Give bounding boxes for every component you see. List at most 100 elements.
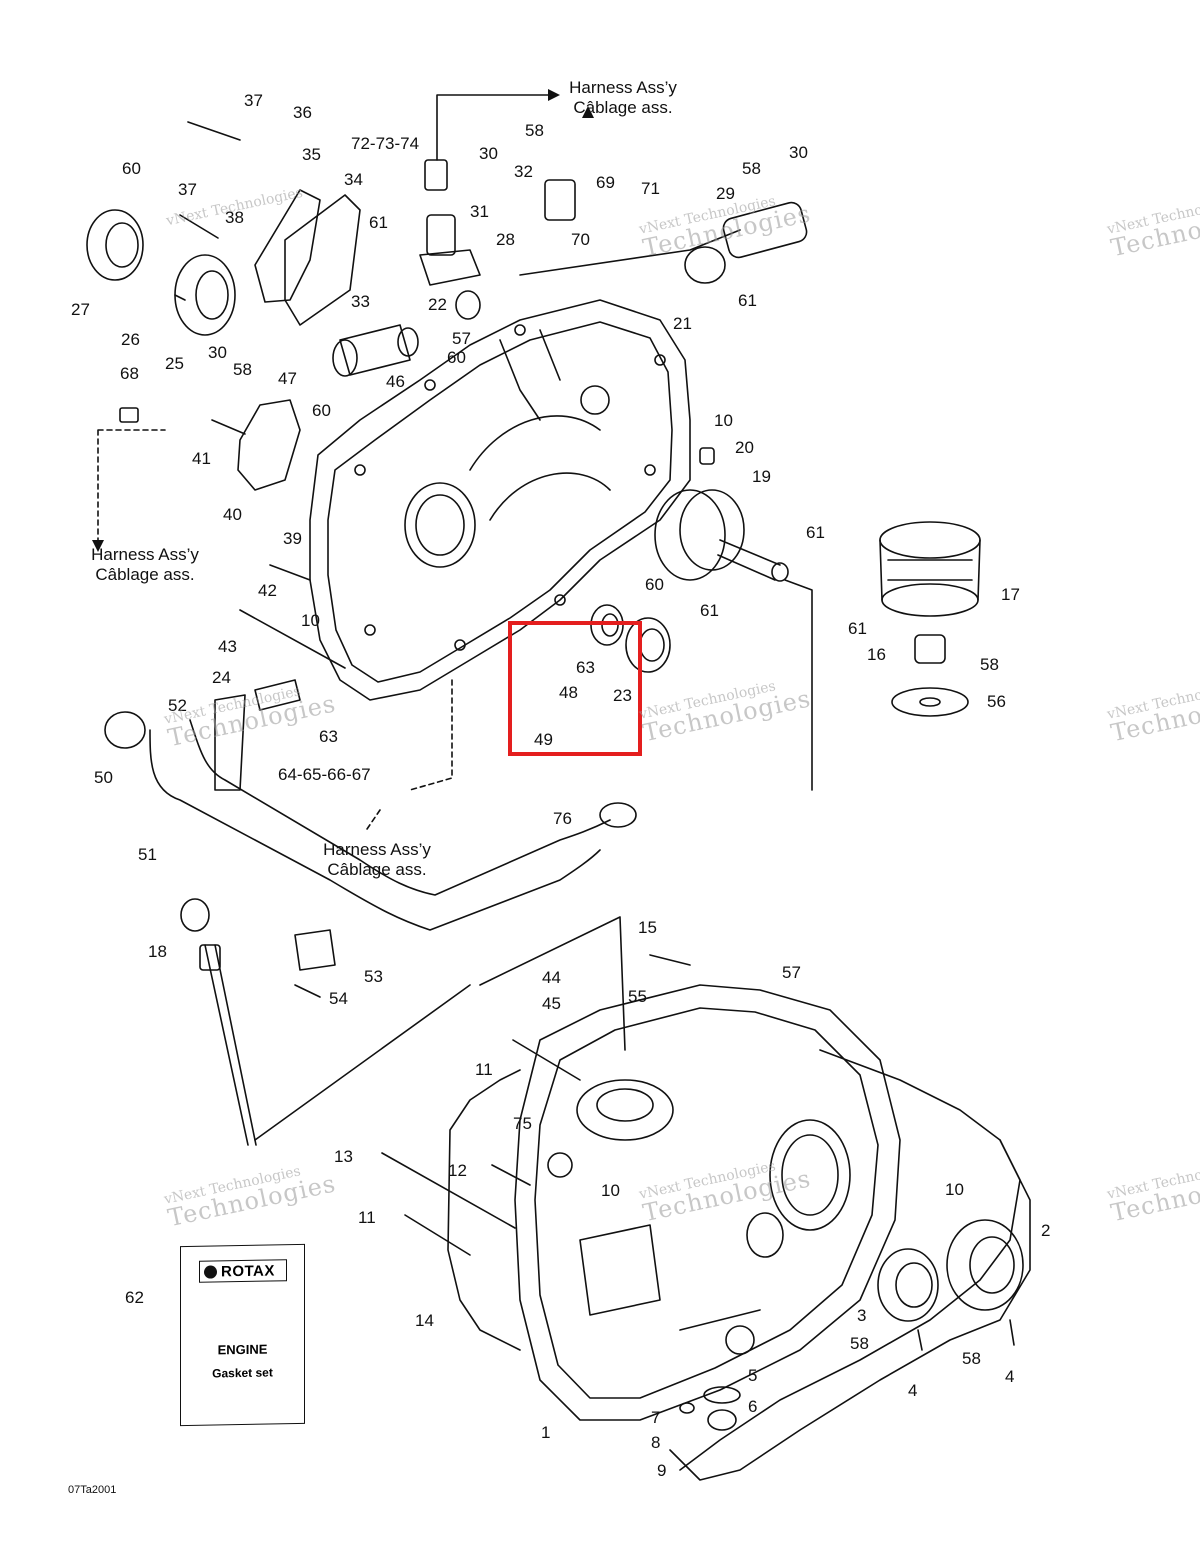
bolt-12 [491,1164,531,1186]
gasket-56 [891,687,969,717]
callout-64-65-66-67: 64-65-66-67 [278,765,371,784]
connector-72-73-74 [424,159,448,191]
harness-label-top-en: Harness Ass’y [569,78,677,97]
callout-58-f: 58 [962,1349,981,1368]
callout-38: 38 [225,208,244,227]
callout-61-b: 61 [738,291,757,310]
callout-9: 9 [657,1461,667,1480]
callout-1: 1 [541,1423,551,1442]
callout-68: 68 [120,364,139,383]
gasket-9 [669,1139,1031,1481]
harness-label-mid-fr: Câblage ass. [327,860,427,879]
callout-61-c: 61 [806,523,825,542]
arrow-head-right [582,106,594,118]
harness-label-mid-en: Harness Ass’y [323,840,431,859]
dipstick-18 [180,898,257,1146]
callout-30-c: 30 [789,143,808,162]
harness-label-top: Harness Ass’y Câblage ass. [548,78,698,118]
gasket-set-manual: ROTAX ENGINE Gasket set [180,1243,305,1427]
callout-41: 41 [192,449,211,468]
bearing-2 [946,1219,1024,1311]
callout-62: 62 [125,1288,144,1307]
rotax-logo-icon [204,1264,217,1279]
callout-47: 47 [278,369,297,388]
figure-code: 07Ta2001 [68,1484,117,1496]
bolt-37a [187,121,241,141]
callout-43: 43 [218,637,237,656]
manual-subtitle: Gasket set [212,1365,273,1381]
harness-label-left-fr: Câblage ass. [95,565,195,584]
fitting-16 [914,634,946,664]
leader-cover-lower [479,916,626,1051]
callout-24: 24 [212,668,231,687]
highlight-box [508,621,642,756]
callout-52: 52 [168,696,187,715]
callout-10-a: 10 [714,411,733,430]
callout-14: 14 [415,1311,434,1330]
plug-4b [1009,1319,1015,1346]
callout-11-b: 11 [358,1208,376,1227]
harness-label-left: Harness Ass’y Câblage ass. [70,545,220,585]
callout-60-b: 60 [447,348,466,367]
manual-logo-bar: ROTAX [199,1259,287,1283]
oil-filter-17 [879,521,981,617]
bolt-37b [179,214,219,239]
callout-19: 19 [752,467,771,486]
callout-35: 35 [302,145,321,164]
callout-45: 45 [542,994,561,1013]
mount-53 [294,929,336,971]
callout-25: 25 [165,354,184,373]
bolt-15 [649,954,691,966]
lower-crankcase [447,984,1021,1471]
pin-10 [699,447,715,465]
callout-69: 69 [596,173,615,192]
plate-35 [254,189,321,303]
callout-16: 16 [867,645,886,664]
callout-61-d: 61 [700,601,719,620]
arrow-head-top [548,89,560,101]
callout-58-d: 58 [980,655,999,674]
callout-12: 12 [448,1161,467,1180]
callout-75: 75 [513,1114,532,1133]
arrow-head-left [92,540,104,552]
callout-10-b: 10 [301,611,320,630]
callout-71: 71 [641,179,660,198]
plug-4a [917,1329,923,1351]
callout-6: 6 [748,1397,758,1416]
harness-leader-top [436,94,549,161]
callout-55: 55 [628,987,647,1006]
callout-7: 7 [651,1408,661,1427]
callout-17: 17 [1001,585,1020,604]
callout-40: 40 [223,505,242,524]
harness-label-mid: Harness Ass’y Câblage ass. [302,840,452,880]
callout-53: 53 [364,967,383,986]
bracket-52 [214,694,246,791]
callout-4-b: 4 [1005,1367,1015,1386]
hose-51 [149,719,611,931]
solenoid-33 [332,324,419,377]
manual-title: ENGINE [217,1341,268,1358]
bolt-54 [294,984,321,998]
clamp-76 [599,802,637,828]
callout-51: 51 [138,845,157,864]
callout-11-a: 11 [475,1060,493,1079]
callout-39: 39 [283,529,302,548]
callout-42: 42 [258,581,277,600]
bolt-43 [239,609,346,669]
bolt-41 [211,419,246,435]
harness-label-top-fr: Câblage ass. [573,98,673,117]
bracket-28 [419,249,481,286]
housing-40 [237,399,301,491]
callout-15: 15 [638,918,657,937]
callout-23: 23 [613,686,632,705]
callout-58-a: 58 [233,360,252,379]
bearing-3 [877,1248,939,1322]
callout-3: 3 [857,1306,867,1325]
sensor-housing-29 [722,201,808,259]
callout-70: 70 [571,230,590,249]
connector-68 [119,407,139,423]
callout-58-e: 58 [850,1334,869,1353]
callout-58-c: 58 [742,159,761,178]
callout-18: 18 [148,942,167,961]
seal-57 [455,290,481,320]
